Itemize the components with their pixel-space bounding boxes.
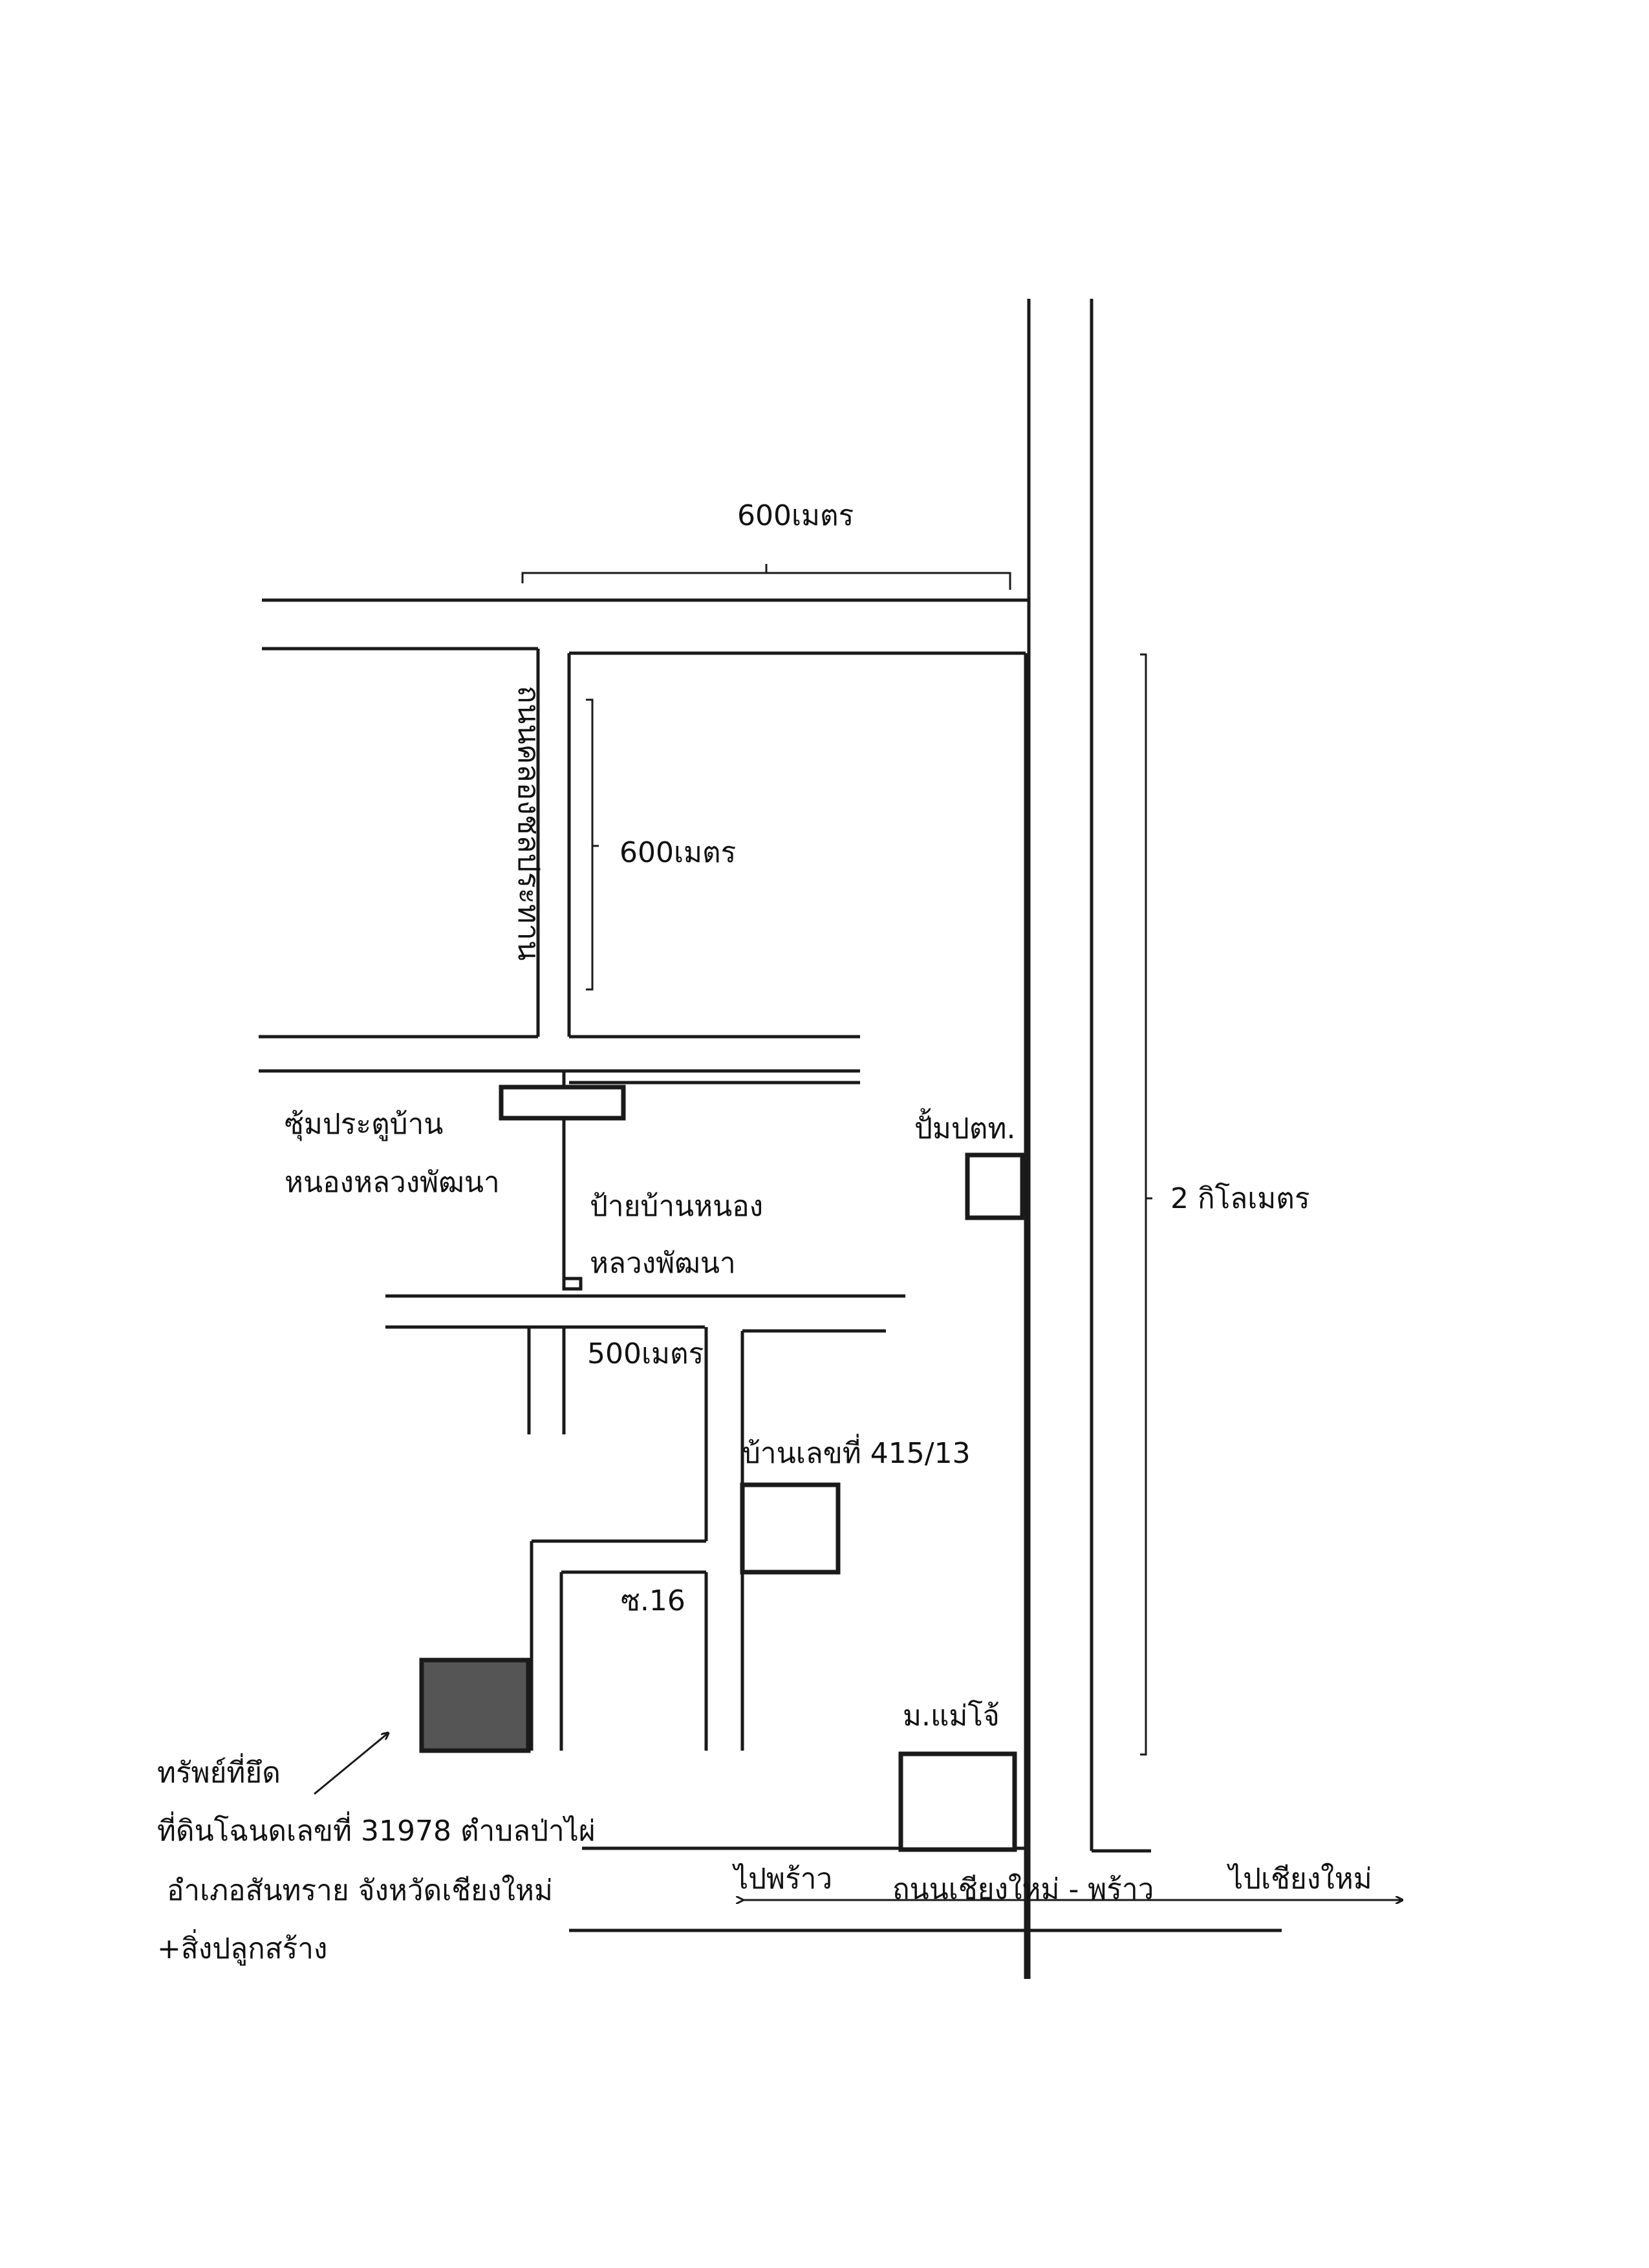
house-box [740,1482,841,1575]
maejo-box [898,1751,1017,1852]
label-500m: 500เมตร [587,1337,704,1370]
label-top-600m: 600เมตร [737,499,854,532]
label-property-line4: +สิ่งปลูกสร้าง [157,1928,327,1966]
label-maejo: ม.แม่โจ้ [903,1700,1000,1733]
dimension-top-600m [521,564,1011,590]
label-soi-16: ซ.16 [621,1584,685,1617]
top-road [262,598,1029,655]
dimension-2km [1140,653,1152,1756]
label-to-phrao: ไปพร้าว [732,1863,832,1895]
khlong-chonprathan-road [536,649,1028,1979]
label-2km: 2 กิโลเมตร [1170,1182,1310,1215]
label-property-line3: อำเภอสันทราย จังหวัดเชียงใหม่ [167,1874,553,1907]
soi-roads [527,1327,744,1751]
middle-roads [259,1035,905,1333]
label-sign-line2: หลวงพัฒนา [590,1247,736,1280]
label-ptt-pump: ปั้มปตท. [914,1108,1015,1145]
label-to-chiangmai: ไปเชียงใหม่ [1227,1863,1372,1895]
property-parcel [419,1658,531,1753]
main-highway [1027,299,1151,1979]
label-house-no: บ้านเลขที่ 415/13 [742,1433,971,1470]
property-pointer-arrow [314,1733,388,1795]
ptt-pump-box [965,1152,1025,1220]
label-gate-line2: หนองหลวงพัฒนา [285,1166,500,1199]
label-khlong-chonprathan-road: ถนนคลองชลประทาน [512,686,546,960]
label-mid-600m: 600เมตร [620,836,736,869]
label-gate-line1: ซุ้มประตูบ้าน [285,1108,443,1141]
label-sign-line1: ป้ายบ้านหนอง [590,1190,763,1223]
dimension-mid-600m [586,698,599,991]
sign-marker [562,1277,583,1291]
label-chiangmai-phrao-road: ถนนเชียงใหม่ - พร้าว [892,1873,1154,1906]
label-property-line2: ที่ดินโฉนดเลขที่ 31978 ตำบลป่าไผ่ [157,1811,596,1848]
label-property-line1: ทรัพย์ที่ยึด [157,1753,281,1789]
gate-marker [499,1085,626,1121]
